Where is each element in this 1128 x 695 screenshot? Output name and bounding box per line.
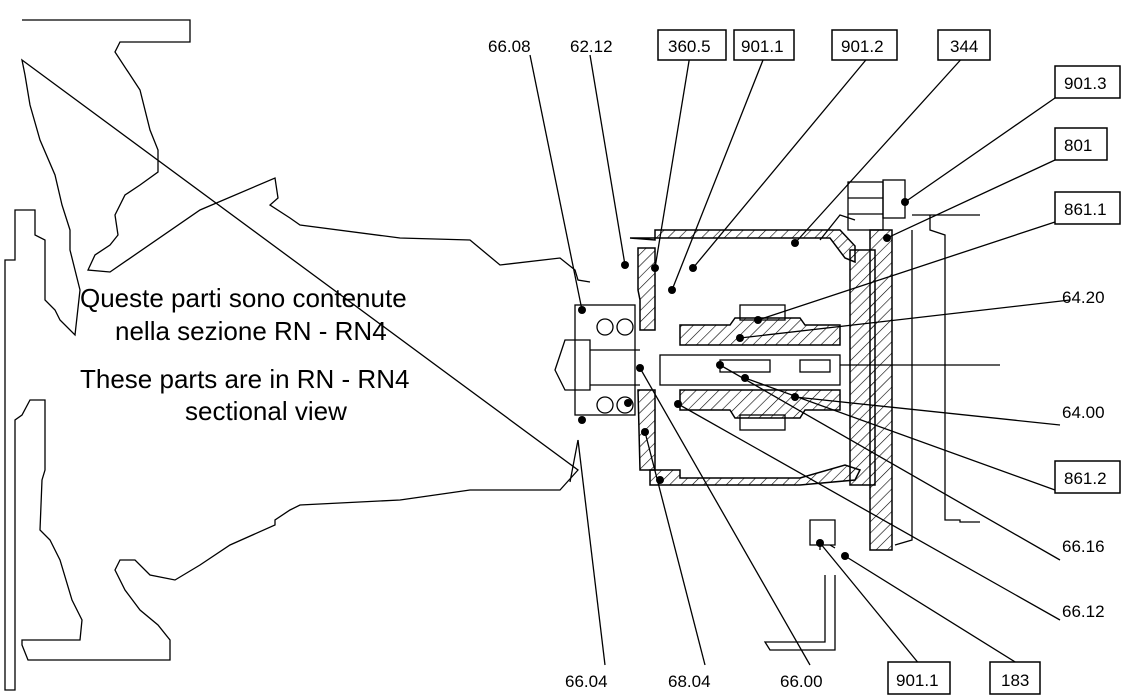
pump-casing-outline (4, 19, 591, 691)
label-box-360-5 (657, 29, 727, 61)
label-66-04: 66.04 (565, 672, 608, 691)
label-66-12: 66.12 (1062, 602, 1105, 621)
label-64-00: 64.00 (1062, 403, 1105, 422)
label-box-344 (937, 29, 991, 61)
label-66-16: 66.16 (1062, 537, 1105, 556)
label-box-861-1 (1054, 191, 1121, 225)
top-bolt (847, 179, 906, 231)
label-183: 183 (1001, 671, 1029, 690)
label-344: 344 (950, 37, 978, 56)
label-66-08: 66.08 (488, 37, 531, 56)
label-360-5: 360.5 (668, 37, 711, 56)
note-english-line2: sectional view (185, 396, 347, 426)
label-box-901-3 (1054, 65, 1121, 99)
label-68-04: 68.04 (668, 672, 711, 691)
note-english-line1: These parts are in RN - RN4 (80, 364, 409, 394)
label-901-3: 901.3 (1064, 74, 1107, 93)
label-66-00: 66.00 (780, 672, 823, 691)
note-italian-line2: nella sezione RN - RN4 (115, 316, 387, 346)
label-box-801 (1054, 127, 1108, 161)
label-64-20: 64.20 (1062, 288, 1105, 307)
note-italian-line1: Queste parti sono contenute (80, 283, 407, 313)
motor-flange (894, 214, 980, 546)
bearing-assembly (554, 304, 640, 416)
label-box-901-1-top (733, 29, 795, 61)
label-62-12: 62.12 (570, 37, 613, 56)
label-861-1: 861.1 (1064, 200, 1107, 219)
label-901-1-bottom: 901.1 (896, 671, 939, 690)
leader-lines (529, 54, 1071, 666)
label-box-183 (989, 661, 1041, 695)
label-861-2: 861.2 (1064, 469, 1107, 488)
label-801: 801 (1064, 136, 1092, 155)
label-box-901-1-bottom (887, 661, 951, 695)
label-box-861-2 (1054, 460, 1121, 494)
label-901-2: 901.2 (841, 37, 884, 56)
bottom-bracket (763, 519, 836, 651)
label-901-1-top: 901.1 (741, 37, 784, 56)
motor-lantern (629, 214, 893, 551)
coupling-assembly (659, 304, 1000, 431)
label-box-901-2 (831, 29, 898, 61)
